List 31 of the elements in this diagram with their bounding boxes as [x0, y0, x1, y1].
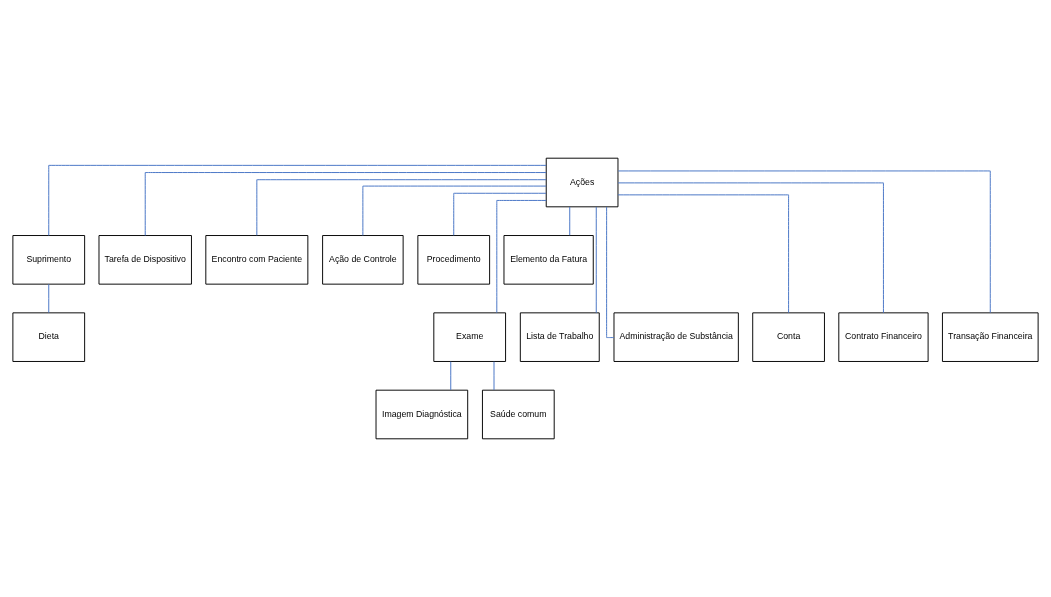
node-box: Procedimento — [417, 235, 491, 285]
node-box: Ações — [545, 157, 619, 208]
node-box: Lista de Trabalho — [519, 312, 600, 362]
node-box: Contrato Financeiro — [838, 312, 929, 362]
connector — [617, 170, 991, 314]
node-box: Exame — [433, 312, 507, 362]
connector — [606, 206, 615, 339]
node-box: Dieta — [12, 312, 86, 362]
node-box: Transação Financeira — [941, 312, 1039, 362]
node-box: Elemento da Fatura — [503, 235, 594, 285]
connector — [450, 361, 452, 391]
connector — [595, 206, 597, 314]
node-box: Encontro com Paciente — [205, 235, 309, 285]
connector — [362, 185, 547, 236]
connector — [493, 361, 495, 391]
connector — [617, 182, 884, 314]
connector — [617, 194, 790, 314]
node-box: Conta — [752, 312, 825, 362]
connector — [144, 172, 547, 236]
connector — [48, 283, 50, 314]
node-box: Administração de Substância — [613, 312, 739, 362]
connector — [453, 192, 547, 236]
connector — [496, 199, 547, 314]
node-box: Suprimento — [12, 235, 86, 285]
node-box: Ação de Controle — [322, 235, 404, 285]
node-box: Saúde comum — [481, 389, 555, 440]
connector — [256, 179, 547, 236]
node-box: Tarefa de Dispositivo — [98, 235, 192, 285]
connector — [48, 164, 547, 236]
connector — [569, 206, 571, 236]
node-box: Imagem Diagnóstica — [375, 389, 469, 440]
